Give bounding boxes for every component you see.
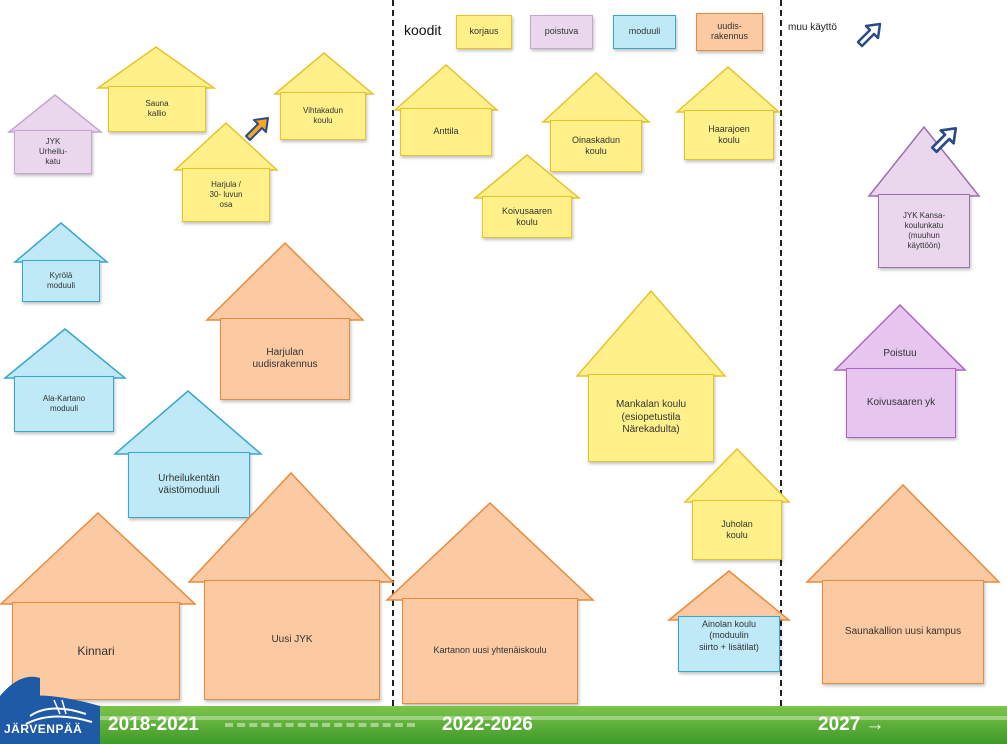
roof — [675, 65, 781, 113]
roof — [187, 471, 395, 583]
house-body: Koivusaaren koulu — [482, 196, 572, 238]
house-koivusaaren: Koivusaaren koulu — [472, 154, 582, 238]
house-harjulan: Harjulan uudisrakennus — [205, 241, 365, 400]
house-oinaskadun: Oinaskadun koulu — [541, 71, 651, 172]
roof — [805, 483, 1001, 583]
legend-uudisrakennus: uudis- rakennus — [696, 13, 763, 51]
house-vihtakadun: Vihtakadun koulu — [272, 52, 376, 140]
roof — [385, 501, 595, 601]
roof — [867, 125, 981, 197]
house-body: JYK Kansa- koulunkatu (muuhun käyttöön) — [878, 194, 970, 268]
roof — [472, 154, 582, 199]
house-jyk-kansa: JYK Kansa- koulunkatu (muuhun käyttöön) — [867, 125, 981, 268]
house-body: Oinaskadun koulu — [550, 120, 642, 172]
house-uusi-jyk: Uusi JYK — [187, 471, 395, 700]
house-jyk: JYK Urheilu- katu — [6, 94, 104, 174]
house-ainolan-koulu: Ainolan koulu (moduulin siirto + lisätil… — [666, 570, 792, 672]
house-kyrölä: Kyrölä moduuli — [12, 222, 110, 302]
legend-moduuli: moduuli — [613, 15, 676, 49]
legend-poistuva: poistuva — [530, 15, 593, 49]
legend-korjaus: korjaus — [456, 15, 512, 49]
outline-arrow-icon-2 — [930, 127, 958, 154]
house-body: Juholan koulu — [692, 500, 782, 560]
roof — [0, 511, 197, 605]
house-body: Koivusaaren yk — [846, 368, 956, 438]
house-body: Uusi JYK — [204, 580, 380, 700]
house-body: Harjulan uudisrakennus — [220, 318, 350, 400]
house-body: Ainolan koulu (moduulin siirto + lisätil… — [678, 616, 780, 672]
roof — [833, 303, 967, 371]
roof — [2, 328, 128, 379]
timeline-bar: 2018-2021 2022-2026 2027 → — [0, 700, 1007, 744]
house-body: Ala-Kartano moduuli — [14, 376, 114, 432]
legend-title: koodit — [404, 22, 442, 38]
house-haarajoen: Haarajoen koulu — [675, 65, 781, 160]
house-body: Kartanon uusi yhtenäiskoulu — [402, 598, 578, 704]
house-juholan: Juholan koulu — [683, 447, 791, 560]
house-body: Sauna kallio — [108, 86, 206, 132]
period-label-2027: 2027 → — [818, 714, 885, 735]
house-body: JYK Urheilu- katu — [14, 130, 92, 174]
house-label: Poistuu — [883, 348, 917, 359]
roof — [575, 289, 727, 377]
house-kinnari: Kinnari — [0, 511, 197, 700]
house-body: Kyrölä moduuli — [22, 260, 100, 302]
legend-other-use: muu käyttö — [788, 22, 837, 33]
house-kartanon-uusi-yhtenäiskoulu: Kartanon uusi yhtenäiskoulu — [385, 501, 595, 704]
house-mankalan-koulu: Mankalan koulu (esiopetustila Närekadult… — [575, 289, 727, 462]
house-saunakallion-uusi-kampus: Saunakallion uusi kampus — [805, 483, 1001, 684]
house-harjula: Harjula / 30- luvun osa — [173, 121, 279, 222]
house-urheilukentän: Urheilukentän väistömoduuli — [112, 390, 264, 518]
house-sauna: Sauna kallio — [95, 46, 217, 132]
period-label-2018-2021: 2018-2021 — [108, 714, 199, 735]
logo-text: JÄRVENPÄÄ — [4, 722, 83, 736]
house-body: Harjula / 30- luvun osa — [182, 168, 270, 222]
house-body: Vihtakadun koulu — [280, 92, 366, 140]
house-body: Saunakallion uusi kampus — [822, 580, 984, 684]
period-label-2022-2026: 2022-2026 — [442, 714, 533, 735]
roof — [541, 71, 651, 123]
house-ala-kartano: Ala-Kartano moduuli — [2, 328, 128, 432]
roof — [112, 390, 264, 455]
orange-arrow-icon — [245, 117, 269, 141]
roof — [205, 241, 365, 321]
period-divider-2027 — [780, 0, 782, 716]
outline-arrow-icon — [856, 22, 882, 48]
roof — [683, 447, 791, 503]
house-body: Mankalan koulu (esiopetustila Närekadult… — [588, 374, 714, 462]
period-divider-2022 — [392, 0, 394, 716]
house-body: Anttila — [400, 108, 492, 156]
jarvenpaa-logo — [0, 676, 100, 744]
house-body: Urheilukentän väistömoduuli — [128, 452, 250, 518]
roof — [393, 63, 499, 111]
house-body: Haarajoen koulu — [684, 110, 774, 160]
house-anttila: Anttila — [393, 63, 499, 156]
